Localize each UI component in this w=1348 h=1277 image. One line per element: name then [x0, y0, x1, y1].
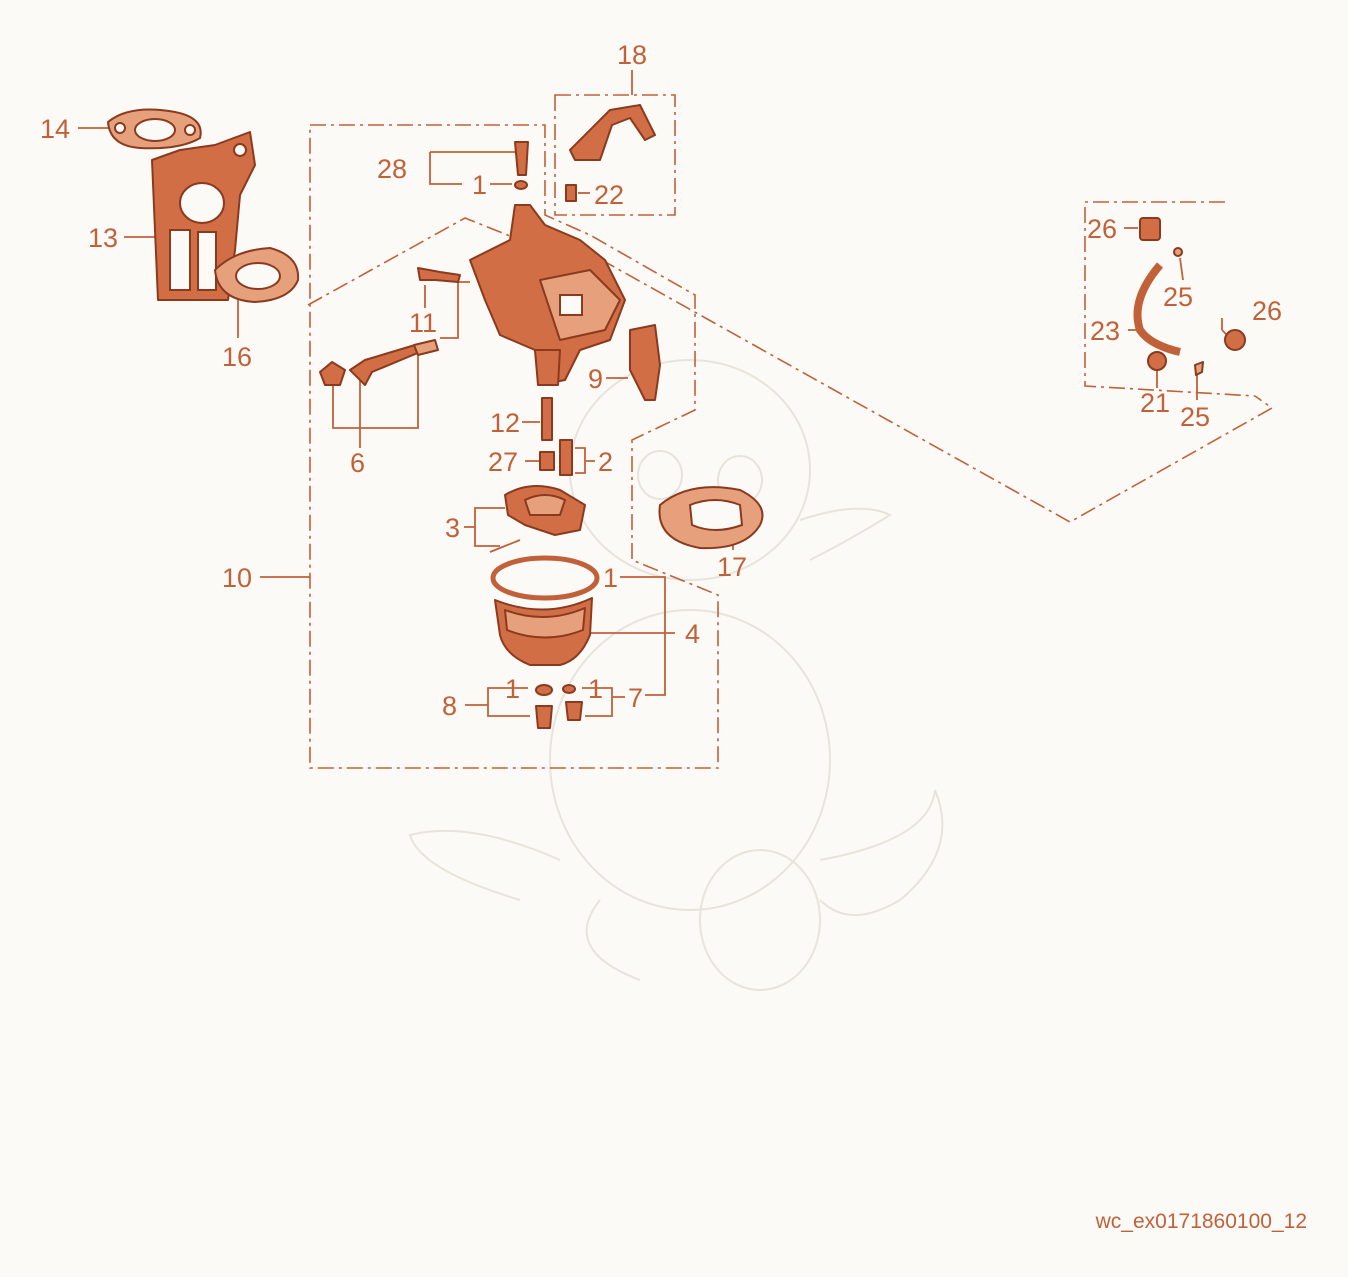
callout-22: 22	[594, 180, 624, 210]
callout-8: 8	[442, 691, 457, 721]
callout-10: 10	[222, 563, 252, 593]
callout-25-bottom: 25	[1180, 402, 1210, 432]
part-23-fuel-hose	[1133, 262, 1181, 356]
callout-labels: 14 13 16 28 1 18 22 11 6 9 12 27 2 3 17 …	[40, 40, 1282, 721]
part-8-drain-bolt	[535, 684, 553, 729]
callout-12: 12	[490, 408, 520, 438]
callout-2: 2	[598, 447, 613, 477]
callout-1-bowl-gasket: 1	[603, 563, 618, 593]
part-25-clamp-bottom	[1194, 361, 1204, 376]
callout-1-drain-bolt: 1	[505, 674, 520, 704]
part-25-clamp-top	[1173, 247, 1183, 257]
hose-group-link-outline	[574, 244, 1274, 523]
callout-26-top: 26	[1087, 214, 1117, 244]
part-1-gasket-bowl	[490, 555, 600, 601]
callout-17: 17	[717, 552, 747, 582]
assembly-23-outline	[1084, 201, 1256, 397]
callout-21: 21	[1140, 388, 1170, 418]
part-27-jet	[539, 451, 555, 471]
callout-14: 14	[40, 114, 70, 144]
part-9-bracket	[629, 324, 661, 401]
callout-4: 4	[685, 619, 700, 649]
part-4-float-bowl	[494, 597, 593, 666]
part-3-float	[489, 485, 586, 553]
leader-lines	[78, 70, 1233, 717]
callout-7: 7	[628, 683, 643, 713]
part-6-pilot-screw	[319, 339, 439, 386]
part-14-gasket	[107, 108, 202, 150]
part-16-gasket	[214, 247, 300, 303]
part-26-clip-top	[1139, 217, 1161, 241]
assembly-18-outline	[554, 94, 676, 216]
part-12-nozzle	[541, 397, 553, 441]
callout-27: 27	[488, 447, 518, 477]
callout-1-drain-screw: 1	[588, 674, 603, 704]
part-22-pin	[565, 184, 577, 202]
callout-25-top: 25	[1163, 282, 1193, 312]
part-18-choke-lever	[569, 104, 656, 161]
callout-16: 16	[222, 342, 252, 372]
callout-26-bottom: 26	[1252, 296, 1282, 326]
callout-11: 11	[409, 308, 437, 338]
group-outlines	[307, 94, 1274, 769]
callout-18: 18	[617, 40, 647, 70]
callout-13: 13	[88, 223, 118, 253]
part-21-cap	[1147, 351, 1167, 371]
part-26-clip-bottom	[1224, 329, 1246, 351]
callout-23: 23	[1090, 316, 1120, 346]
assembly-10-outline	[309, 124, 719, 769]
part-17-gasket	[658, 486, 764, 550]
part-28-screw	[514, 141, 529, 176]
diagram-code: wc_ex0171860100_12	[1095, 1210, 1307, 1233]
part-7-drain-screw	[562, 684, 583, 721]
callout-9: 9	[588, 364, 603, 394]
callout-3: 3	[445, 513, 460, 543]
callout-6: 6	[350, 448, 365, 478]
callout-1-washer: 1	[472, 170, 487, 200]
callout-28: 28	[377, 154, 407, 184]
part-carburetor-body	[469, 204, 626, 386]
part-11-screw	[417, 267, 461, 283]
part-2-screw	[559, 439, 573, 476]
part-1-washer-top	[514, 180, 528, 190]
